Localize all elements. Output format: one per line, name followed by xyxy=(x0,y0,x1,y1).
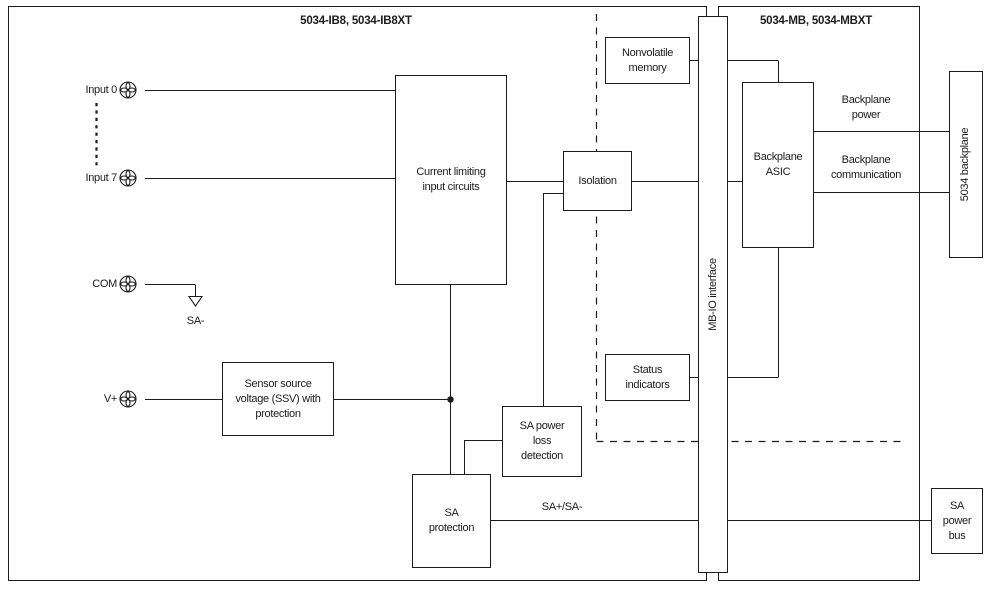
terminal-input0-icon xyxy=(119,81,137,99)
wires xyxy=(145,60,949,521)
block-sa-protection: SA protection xyxy=(412,474,491,568)
block-sa-power-bus: SA power bus xyxy=(931,488,983,554)
isolation-boundary-dashed xyxy=(595,14,902,443)
block-sa-power-loss-detection: SA power loss detection xyxy=(502,406,582,477)
terminal-input7-icon xyxy=(119,169,137,187)
backplane-power-label: Backplane power xyxy=(841,94,891,121)
terminal-label-input0: Input 0 xyxy=(85,84,117,96)
sa-bus-label: SA+/SA- xyxy=(541,501,583,513)
terminal-label-input7: Input 7 xyxy=(85,172,117,184)
block-backplane-asic: Backplane ASIC xyxy=(742,82,814,248)
block-mb-io-interface: MB-IO interface xyxy=(698,16,728,573)
block-5034-backplane: 5034 backplane xyxy=(949,71,983,258)
terminal-vplus-icon xyxy=(119,390,137,408)
block-sensor-source-voltage: Sensor source voltage (SSV) with protect… xyxy=(222,362,334,436)
mb-io-interface-label: MB-IO interface xyxy=(706,258,719,331)
block-isolation: Isolation xyxy=(563,151,632,211)
block-status-indicators: Status indicators xyxy=(605,354,690,401)
sa-minus-label: SA- xyxy=(186,315,205,327)
block-current-limiting: Current limiting input circuits xyxy=(395,75,507,285)
left-section-title: 5034-IB8, 5034-IB8XT xyxy=(300,15,412,27)
ground-arrow-icon xyxy=(187,295,204,307)
terminal-label-com: COM xyxy=(92,278,117,290)
right-section-title: 5034-MB, 5034-MBXT xyxy=(759,15,873,27)
terminal-com-icon xyxy=(119,275,137,293)
junction-dot xyxy=(447,396,454,403)
backplane-communication-label: Backplane communication xyxy=(830,154,902,181)
terminal-label-vplus: V+ xyxy=(103,393,117,405)
block-nonvolatile-memory: Nonvolatile memory xyxy=(605,37,690,84)
backplane-5034-label: 5034 backplane xyxy=(959,127,972,202)
